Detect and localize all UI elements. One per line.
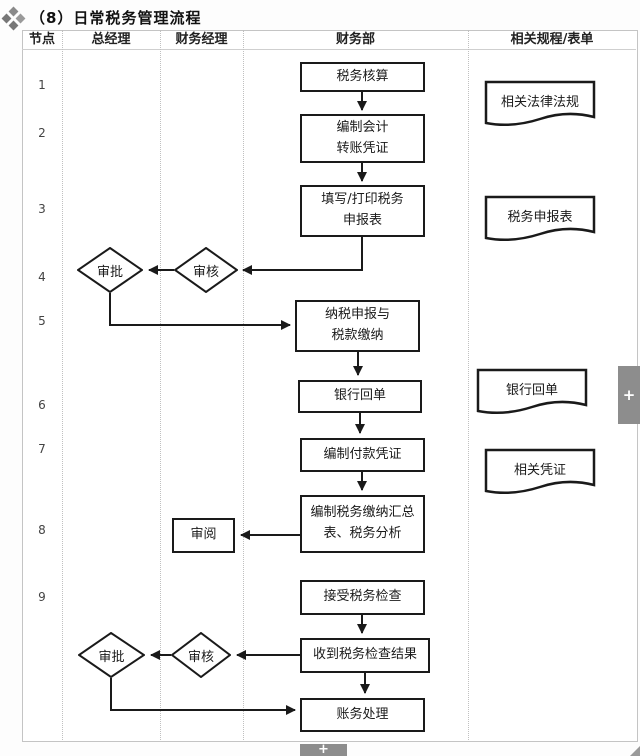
flow-box-tax-summary-analysis: 编制税务缴纳汇总 表、税务分析 — [300, 495, 425, 553]
node-number: 2 — [38, 126, 46, 140]
plus-icon: + — [318, 742, 329, 756]
col-header-fm: 财务经理 — [175, 32, 228, 47]
col-header-gm: 总经理 — [91, 32, 131, 47]
flow-box-receive-inspection-result: 收到税务检查结果 — [300, 638, 430, 673]
page-title: （8）日常税务管理流程 — [30, 9, 202, 27]
flow-box-tax-accounting: 税务核算 — [300, 62, 425, 92]
move-icon — [1, 6, 26, 31]
node-number: 1 — [38, 78, 46, 92]
flow-box-fill-print-tax-return: 填写/打印税务 申报表 — [300, 185, 425, 237]
node-number: 5 — [38, 314, 46, 328]
document-tax-return-form: 税务申报表 — [484, 195, 596, 245]
flow-decision-audit-bottom: 审核 — [171, 632, 231, 678]
resize-corner-icon — [630, 746, 640, 756]
col-header-node: 节点 — [28, 32, 55, 47]
node-number: 8 — [38, 523, 46, 537]
node-number: 7 — [38, 442, 46, 456]
flow-decision-approve-bottom: 审批 — [78, 632, 145, 678]
flow-box-prepare-payment-voucher: 编制付款凭证 — [300, 438, 425, 472]
flow-box-accept-tax-inspection: 接受税务检查 — [300, 580, 425, 615]
flow-box-bank-receipt: 银行回单 — [298, 380, 422, 413]
flow-decision-audit-top: 审核 — [174, 247, 238, 293]
column-divider — [243, 30, 244, 740]
flow-box-tax-filing-payment: 纳税申报与 税款缴纳 — [295, 300, 420, 352]
flow-box-review: 审阅 — [172, 518, 235, 553]
node-number: 9 — [38, 590, 46, 604]
node-number: 3 — [38, 202, 46, 216]
document-related-vouchers: 相关凭证 — [484, 448, 596, 498]
plus-icon: + — [622, 386, 636, 404]
node-number: 4 — [38, 270, 46, 284]
flow-decision-approve-top: 审批 — [77, 247, 143, 293]
right-plus-button[interactable]: + — [618, 366, 640, 424]
document-related-laws: 相关法律法规 — [484, 80, 596, 130]
document-bank-receipt: 银行回单 — [476, 368, 588, 418]
bottom-plus-button[interactable]: + — [300, 742, 347, 756]
flow-box-account-processing: 账务处理 — [300, 698, 425, 732]
column-divider — [160, 30, 161, 740]
node-number: 6 — [38, 398, 46, 412]
col-header-finance: 财务部 — [335, 32, 375, 47]
flow-box-prepare-transfer-voucher: 编制会计 转账凭证 — [300, 114, 425, 163]
column-divider — [62, 30, 63, 740]
column-divider — [468, 30, 469, 740]
header-row — [22, 30, 636, 50]
col-header-forms: 相关规程/表单 — [510, 32, 594, 47]
